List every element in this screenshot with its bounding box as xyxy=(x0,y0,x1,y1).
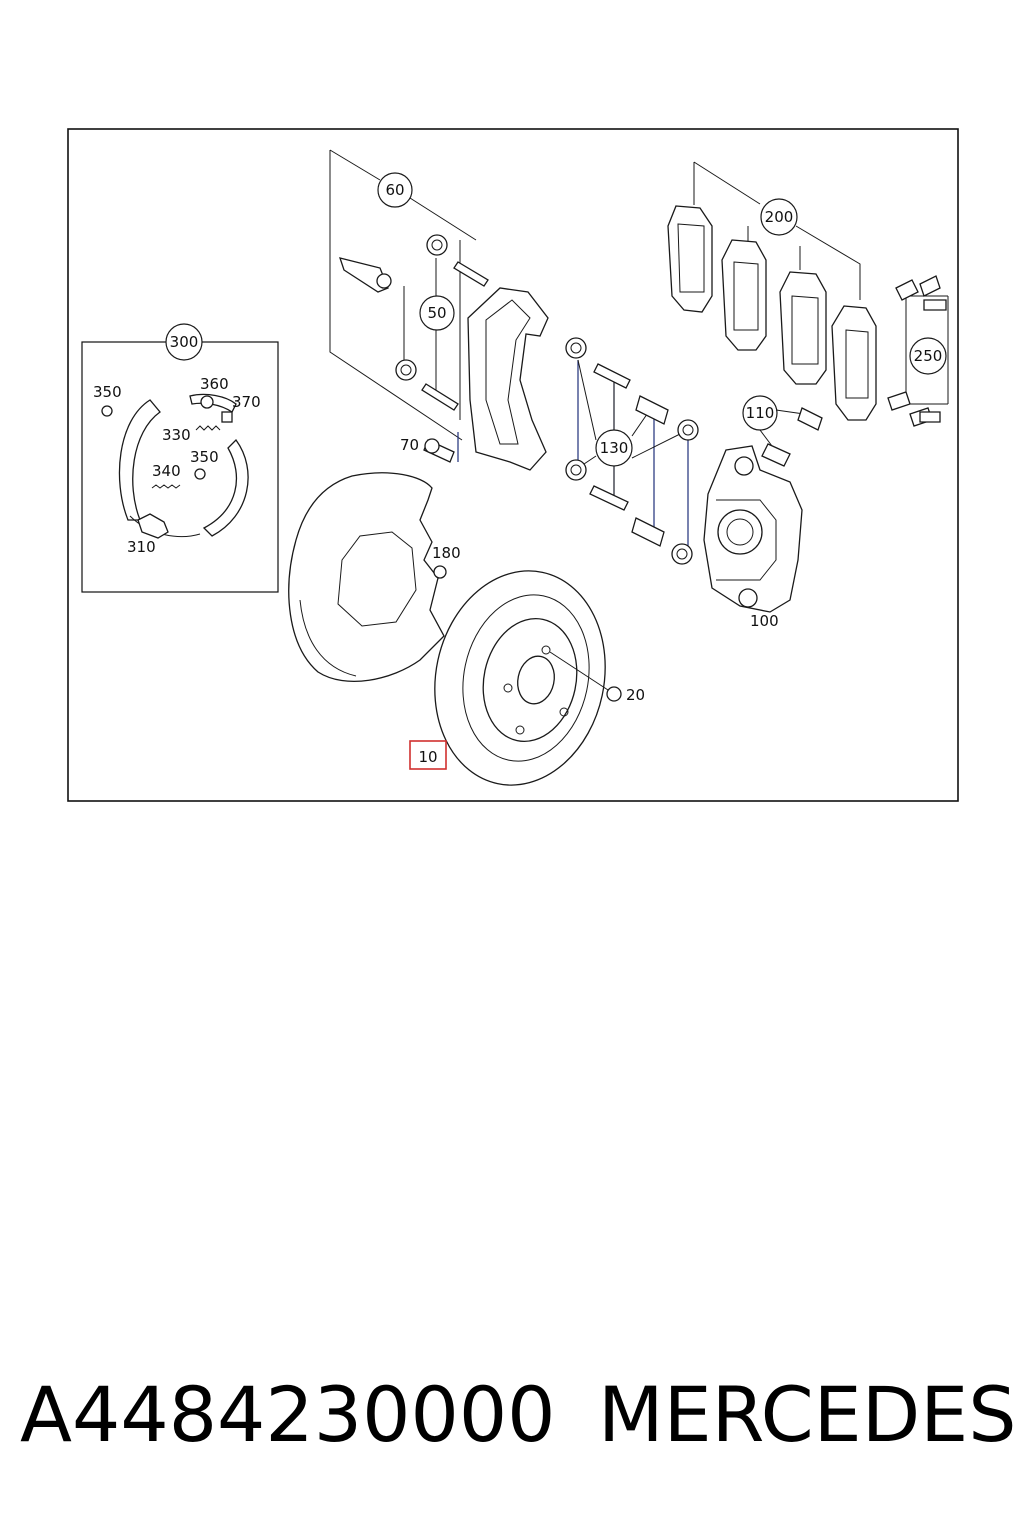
diagram-frame xyxy=(67,128,959,802)
callout-100: 100 xyxy=(750,612,779,630)
callout-180: 180 xyxy=(432,544,461,562)
callout-130: 130 xyxy=(600,439,629,457)
caliper-carrier-group: 60 50 70 xyxy=(329,149,549,471)
callout-250-bubble xyxy=(909,337,947,375)
brake-pads-group: 200 xyxy=(667,161,877,421)
brand-name: MERCEDES xyxy=(598,1370,1017,1459)
callout-50: 50 xyxy=(427,304,446,322)
caliper-housing: 100 xyxy=(703,445,803,630)
bleeder-valve-group: 110 xyxy=(742,395,823,467)
callout-200: 200 xyxy=(765,208,794,226)
callout-130-bubble xyxy=(595,429,633,467)
callout-350-a: 350 xyxy=(93,383,122,401)
seals-pistons-group: 130 xyxy=(565,337,699,565)
dust-shield: 180 xyxy=(288,472,461,683)
callout-300: 300 xyxy=(170,333,199,351)
pad-clips-group: 250 xyxy=(887,275,949,427)
callout-20: 20 xyxy=(626,686,645,704)
callout-10: 10 xyxy=(418,748,437,766)
part-footer: A4484230000 MERCEDES xyxy=(20,1370,1016,1480)
callout-300-bubble xyxy=(165,323,203,361)
callout-200-bubble xyxy=(760,198,798,236)
callout-110: 110 xyxy=(746,404,775,422)
brake-disc: 20 10 xyxy=(409,570,645,786)
parking-brake-inset: 300 350 360 370 330 350 340 310 xyxy=(81,323,279,593)
callout-50-bubble xyxy=(419,295,455,331)
callout-60-bubble xyxy=(377,172,413,208)
callout-250: 250 xyxy=(914,347,943,365)
callout-350-b: 350 xyxy=(190,448,219,466)
callout-330: 330 xyxy=(162,426,191,444)
callout-10-highlight xyxy=(409,740,447,770)
callout-360: 360 xyxy=(200,375,229,393)
callout-70: 70 xyxy=(400,436,419,454)
callout-340: 340 xyxy=(152,462,181,480)
part-number: A4484230000 xyxy=(20,1370,556,1459)
callout-310: 310 xyxy=(127,538,156,556)
callout-370: 370 xyxy=(232,393,261,411)
callout-60: 60 xyxy=(385,181,404,199)
